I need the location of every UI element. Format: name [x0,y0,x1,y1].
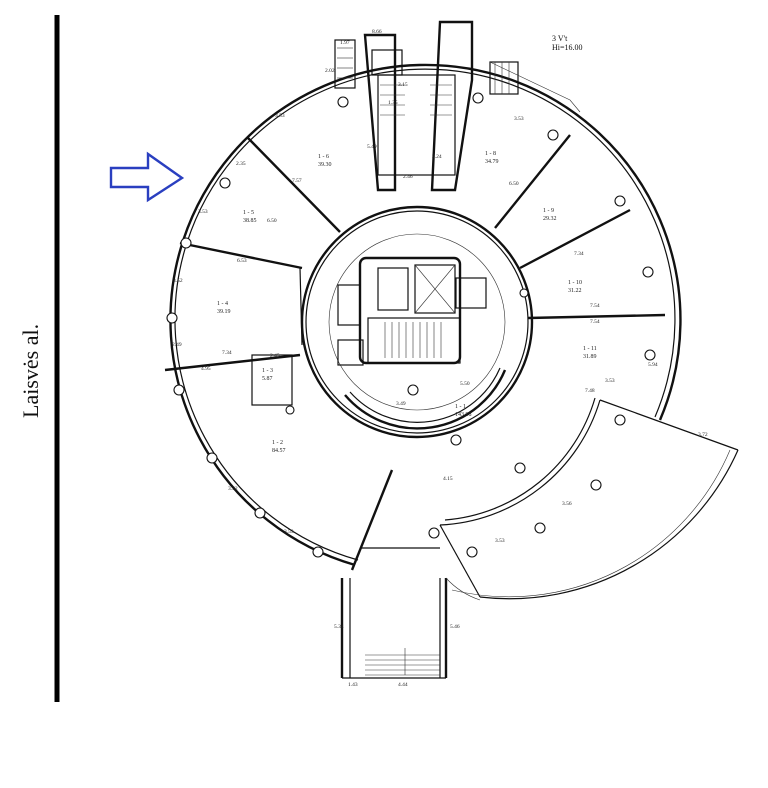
dim-label: 7.57 [292,178,302,184]
lower-hall-walls [439,397,739,600]
dim-label: 3.53 [275,113,285,119]
street-label: Laisvės al. [18,324,43,418]
dim-label: 3.52 [173,278,183,284]
dim-label: 2.35 [236,161,246,167]
dim-label: 4.44 [398,682,408,688]
dim-label: 3.56 [562,501,572,507]
dimension-labels: 8.66 1.97 2.02 3.15 1.35 3.53 5.49 2.35 … [172,29,708,688]
dim-label: 5.50 [460,381,470,387]
room-label-1-9-id: 1 - 9 [543,208,554,214]
dim-label: 8.66 [372,29,382,35]
room-label-1-8-id: 1 - 8 [485,151,496,157]
room-label-1-6-id: 1 - 6 [318,154,329,160]
dim-label: 3.53 [284,529,294,535]
dim-label: 3.15 [398,82,408,88]
dim-label: 3.53 [514,116,524,122]
room-label-1-4-id: 1 - 4 [217,301,228,307]
central-core [337,256,487,366]
dim-label: 5.49 [367,144,377,150]
room-label-1-3-id: 1 - 3 [262,368,273,374]
level-note-line1: 3 V't [552,34,568,43]
dim-label: 5.94 [648,362,658,368]
level-note: 3 V't Hi=16.00 [552,34,583,52]
room-label-1-8-area: 34.79 [485,159,499,165]
radial-walls [164,134,666,571]
room-label-1-11-area: 31.89 [583,354,597,360]
dim-label: 6.53 [237,258,247,264]
dim-label: 3.53 [495,538,505,544]
entrance-arrow-icon [109,151,185,203]
level-note-line2: Hi=16.00 [552,43,583,52]
dim-label: 2.49 [172,342,182,348]
room-label-1-2-id: 1 - 2 [272,440,283,446]
dim-label: 1.35 [388,100,398,106]
room-label-1-9-area: 29.32 [543,216,557,222]
outer-wall [169,63,682,567]
dim-label: 3.49 [396,401,406,407]
dim-label: 2.46 [403,174,413,180]
dim-label: 7.54 [590,319,600,325]
room-label-1-1-id: 1 - 1 [455,404,466,410]
dim-label: 3.72 [698,432,708,438]
dim-label: 7.34 [222,350,232,356]
dim-label: 1.97 [340,40,350,46]
south-entrance [340,547,481,679]
dim-label: 2.02 [325,68,335,74]
dim-label: 3.53 [605,378,615,384]
street-label-box: Laisvės al. [18,324,43,418]
dim-label: 7.34 [574,251,584,257]
room-label-1-2-area: 84.57 [272,448,286,454]
inner-ring [300,205,534,439]
room-label-1-4-area: 39.19 [217,309,231,315]
dim-label: 5.34 [334,624,344,630]
dim-label: 1.43 [348,682,358,688]
dim-label: 6.50 [509,181,519,187]
room-label-1-10-id: 1 - 10 [568,280,582,286]
dim-label: 4.15 [443,476,453,482]
dim-label: 7.48 [585,388,595,394]
dim-label: 4.95 [201,366,211,372]
room-label-1-6-area: 39.30 [318,162,332,168]
dim-label: 3.53 [198,209,208,215]
columns [166,92,656,558]
room-label-1-5-area: 38.85 [243,218,257,224]
stair-tower [334,20,581,192]
dim-label: 3.52 [228,486,238,492]
room-label-1-11-id: 1 - 11 [583,346,597,352]
room-label-1-5-id: 1 - 5 [243,210,254,216]
room-label-1-3-area: 5.87 [262,376,273,382]
room-label-1-1-area: 143.98 [455,412,472,418]
room-labels: 1 - 6 39.30 1 - 5 38.85 1 - 4 39.19 1 - … [217,151,597,454]
dim-label: 2.24 [432,154,442,160]
dim-label: 6.50 [267,218,277,224]
hall-inner-arc [344,367,507,430]
room-label-1-10-area: 31.22 [568,288,582,294]
dim-label: 5.46 [450,624,460,630]
dim-label: 2.45 [270,353,280,359]
dim-label: 7.54 [590,303,600,309]
